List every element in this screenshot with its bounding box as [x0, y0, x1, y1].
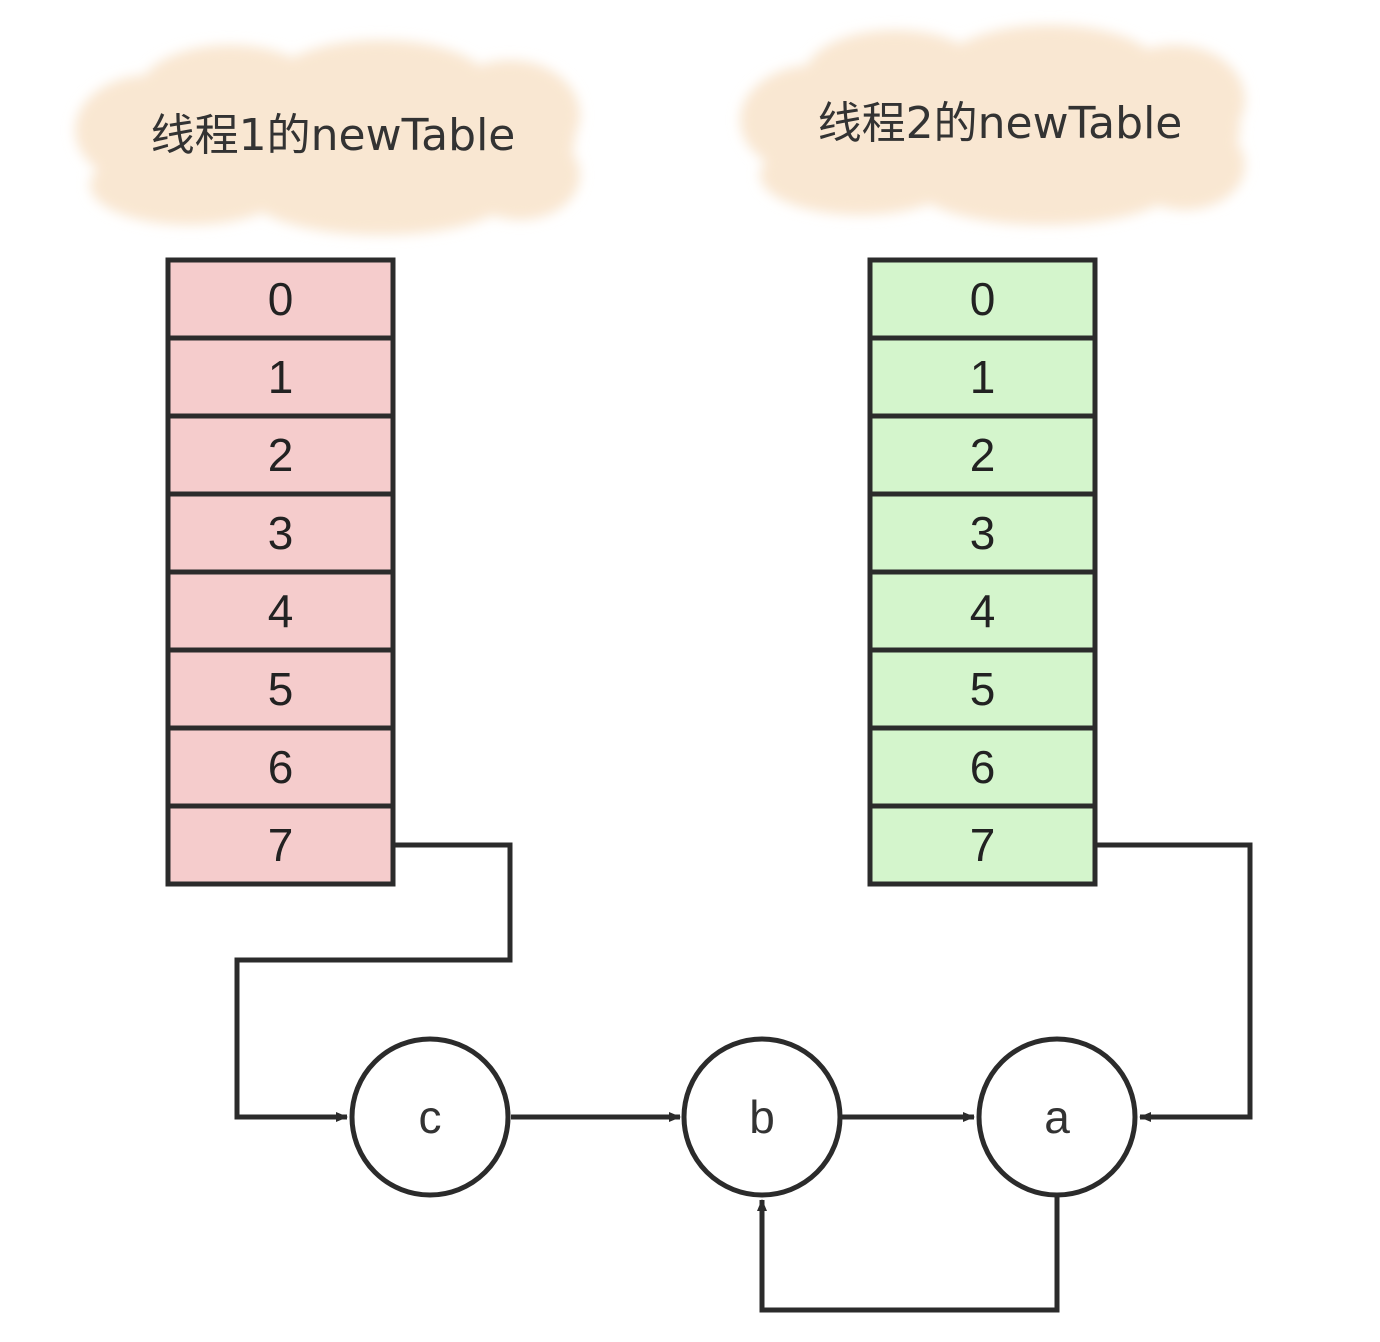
table1-cell-6: [165, 725, 396, 809]
table-thread2: 0 1 2 3 4 5 6 7: [867, 257, 1098, 887]
edges: [234, 842, 1253, 1313]
table1-cell-3: [165, 491, 396, 575]
node-c: c: [349, 1036, 511, 1198]
table2-cell-label-2: 2: [970, 429, 996, 481]
table1-cell-label-6: 6: [268, 741, 294, 793]
table1-cell-0: [165, 257, 396, 341]
table2-cell-7: [867, 803, 1098, 887]
node-b: b: [681, 1036, 843, 1198]
table1-cell-4: [165, 569, 396, 653]
table1-cell-5: [165, 647, 396, 731]
table1-cell-label-7: 7: [268, 819, 294, 871]
table2-cell-label-0: 0: [970, 273, 996, 325]
cloud-thread1-shape: [75, 40, 580, 235]
table2-cell-label-6: 6: [970, 741, 996, 793]
cloud-thread1: 线程1的newTable: [75, 40, 580, 235]
table2-cell-3: [867, 491, 1098, 575]
table1-cell-2: [165, 413, 396, 497]
table1-cell-label-1: 1: [268, 351, 294, 403]
node-b-circle: [681, 1036, 843, 1198]
edge-table1-to-c: [234, 842, 513, 1122]
node-a-label: a: [1044, 1091, 1070, 1143]
table2-cell-2: [867, 413, 1098, 497]
table1-title: 线程1的newTable: [151, 110, 516, 161]
node-a-circle: [976, 1036, 1138, 1198]
table1-cell-1: [165, 335, 396, 419]
table1-cell-label-4: 4: [268, 585, 294, 637]
table2-cell-label-1: 1: [970, 351, 996, 403]
node-a: a: [976, 1036, 1138, 1198]
edge-table2-to-a: [1095, 842, 1253, 1122]
table2-cell-6: [867, 725, 1098, 809]
node-c-label: c: [419, 1091, 442, 1143]
node-b-label: b: [749, 1091, 775, 1143]
node-c-circle: [349, 1036, 511, 1198]
table1-cell-label-5: 5: [268, 663, 294, 715]
table1-cell-label-0: 0: [268, 273, 294, 325]
table2-cell-1: [867, 335, 1098, 419]
cloud-thread2: 线程2的newTable: [740, 25, 1245, 225]
table1-cell-label-2: 2: [268, 429, 294, 481]
table1-cell-label-3: 3: [268, 507, 294, 559]
table1-cell-7: [165, 803, 396, 887]
table-thread1: 0 1 2 3 4 5 6 7: [165, 257, 396, 887]
table2-cell-label-4: 4: [970, 585, 996, 637]
table2-cell-label-3: 3: [970, 507, 996, 559]
edge-a-to-b: [757, 1197, 1060, 1313]
table2-cell-5: [867, 647, 1098, 731]
table2-cell-label-7: 7: [970, 819, 996, 871]
table2-title: 线程2的newTable: [818, 98, 1183, 149]
cloud-thread2-shape: [740, 25, 1245, 225]
table2-cell-label-5: 5: [970, 663, 996, 715]
